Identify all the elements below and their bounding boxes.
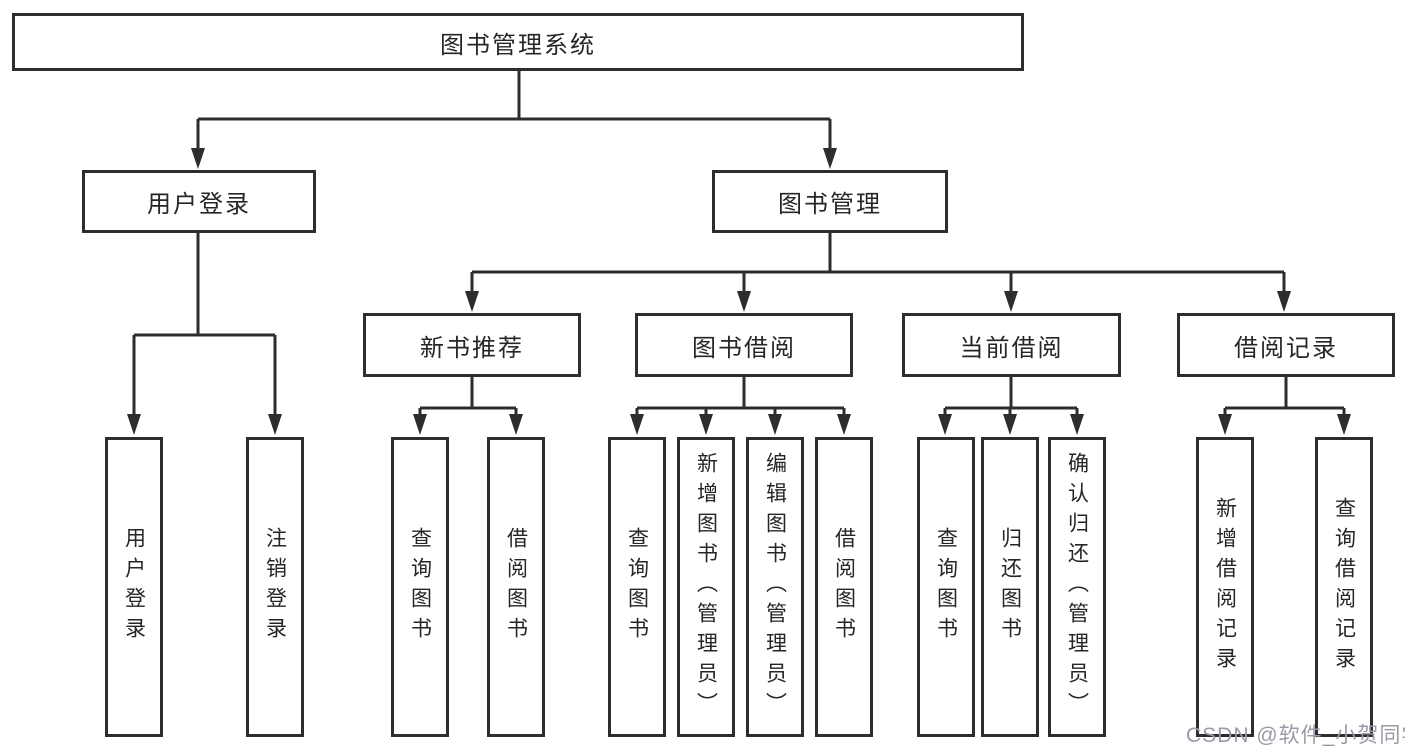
leaf-add-borrow-record-box: 新增借阅记录 bbox=[1196, 437, 1254, 737]
csdn-watermark: CSDN @软件_小贺同学 bbox=[1186, 724, 1405, 747]
book-management-node-box: 图书管理 bbox=[712, 170, 948, 233]
user-login-node-box: 用户登录 bbox=[82, 170, 316, 233]
leaf-borrow-book-box-2: 借阅图书 bbox=[815, 437, 873, 737]
leaf-borrow-book-box-1: 借阅图书 bbox=[487, 437, 545, 737]
leaf-query-book-box-2: 查询图书 bbox=[608, 437, 666, 737]
book-borrow-node-box: 图书借阅 bbox=[635, 313, 853, 377]
leaf-return-book-box: 归还图书 bbox=[981, 437, 1039, 737]
leaf-user-login-box: 用户登录 bbox=[105, 437, 163, 737]
borrow-records-node-box: 借阅记录 bbox=[1177, 313, 1395, 377]
new-book-recommend-node-box: 新书推荐 bbox=[363, 313, 581, 377]
leaf-edit-book-admin-box: 编辑图书（管理员） bbox=[746, 437, 804, 737]
leaf-logout-box: 注销登录 bbox=[246, 437, 304, 737]
leaf-query-borrow-record-box: 查询借阅记录 bbox=[1315, 437, 1373, 737]
leaf-query-book-box-1: 查询图书 bbox=[391, 437, 449, 737]
leaf-add-book-admin-box: 新增图书（管理员） bbox=[677, 437, 735, 737]
leaf-confirm-return-admin-box: 确认归还（管理员） bbox=[1048, 437, 1106, 737]
root-node-box: 图书管理系统 bbox=[12, 13, 1024, 71]
current-borrow-node-box: 当前借阅 bbox=[902, 313, 1121, 377]
leaf-query-book-box-3: 查询图书 bbox=[917, 437, 975, 737]
